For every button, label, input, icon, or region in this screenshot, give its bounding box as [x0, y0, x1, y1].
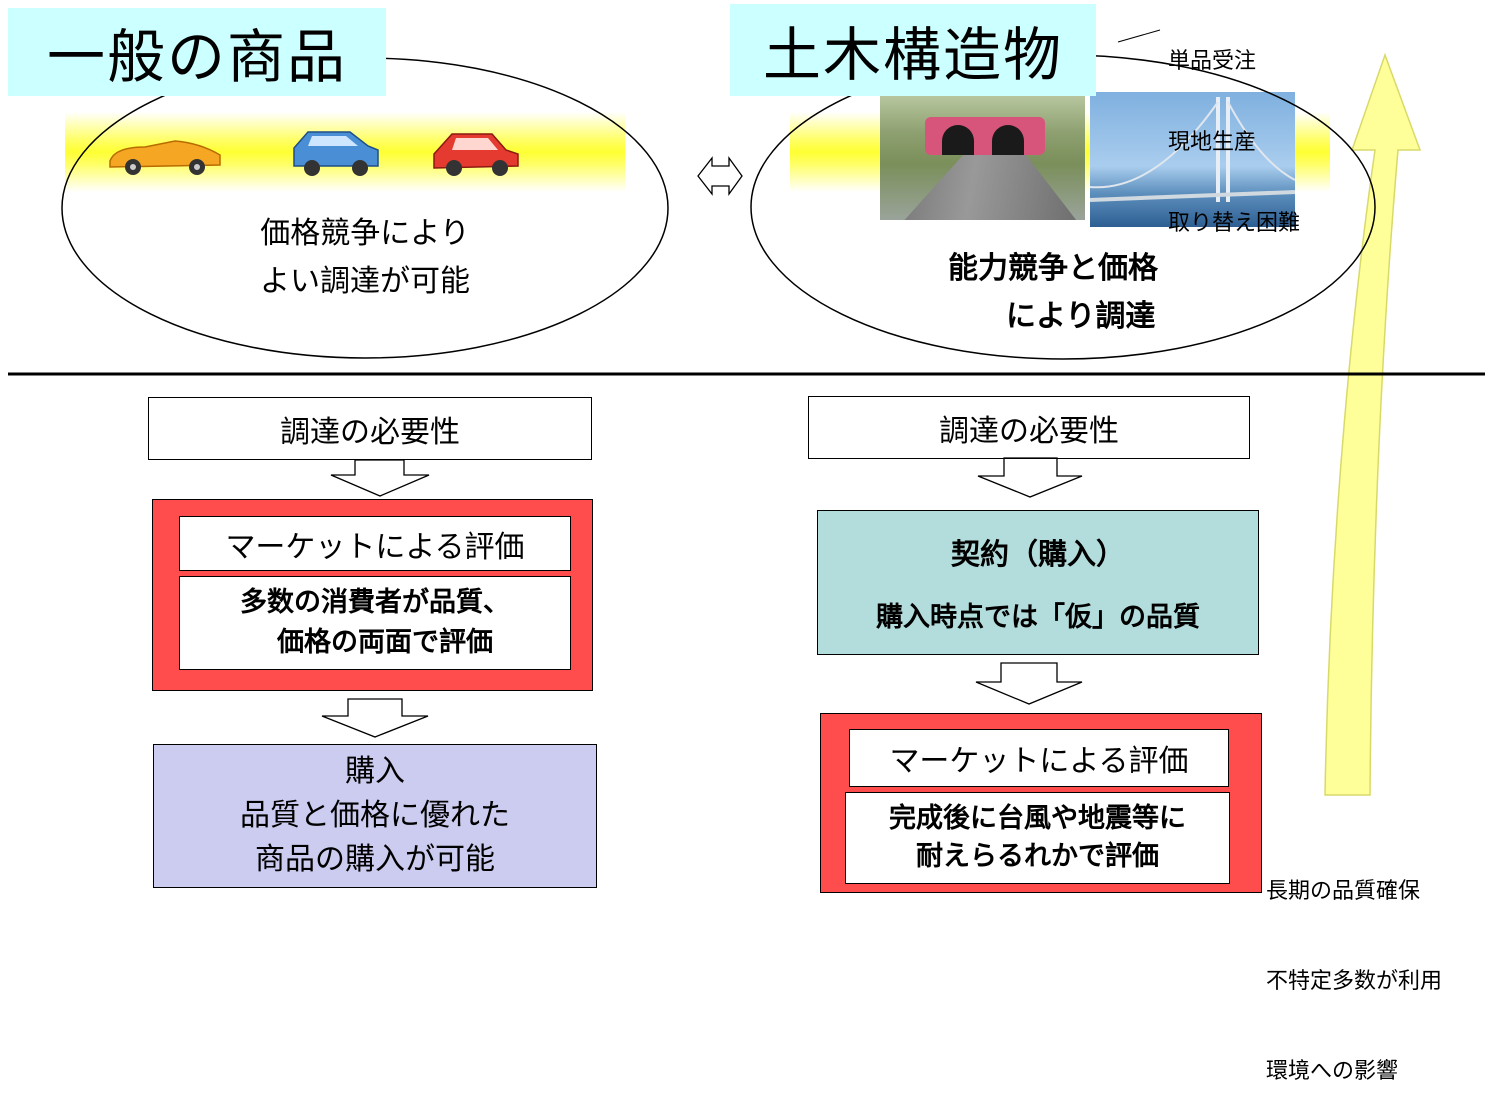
left-ellipse-line-1: 価格競争により: [260, 216, 470, 251]
left-purchase-line-3: 商品の購入が可能: [255, 842, 495, 877]
left-ellipse-line-2: よい調達が可能: [260, 264, 470, 299]
bottom-note-line-3: 環境への影響: [1266, 1059, 1399, 1084]
left-market-frame: マーケットによる評価 多数の消費者が品質、 価格の両面で評価: [152, 499, 593, 691]
left-market-label-box: マーケットによる評価: [179, 516, 571, 571]
right-market-frame: マーケットによる評価 完成後に台風や地震等に 耐えらるれかで評価: [820, 713, 1262, 893]
left-purchase-line-1: 購入: [345, 754, 405, 789]
right-ellipse-line-1: 能力競争と価格: [948, 251, 1158, 286]
bridge-photo: [1090, 92, 1295, 227]
right-need-label: 調達の必要性: [939, 413, 1119, 449]
right-contract-title: 契約（購入）: [950, 537, 1125, 571]
right-note-line-3: 取り替え困難: [1168, 211, 1301, 236]
right-market-detail-box: 完成後に台風や地震等に 耐えらるれかで評価: [845, 792, 1230, 884]
bottom-note-line-1: 長期の品質確保: [1266, 879, 1421, 904]
left-title-overlay: 一般の商品: [8, 8, 386, 96]
left-ellipse-text: 価格競争により よい調達が可能: [200, 210, 530, 306]
car-icon: [105, 133, 225, 178]
left-need-box: 調達の必要性: [148, 397, 592, 460]
right-need-box: 調達の必要性: [808, 396, 1250, 459]
left-purchase-line-2: 品質と価格に優れた: [240, 798, 510, 833]
curved-arrow: [1324, 52, 1422, 796]
bottom-note: 長期の品質確保 不特定多数が利用 環境への影響: [1266, 817, 1442, 1117]
right-market-detail-2: 耐えらるれかで評価: [916, 841, 1159, 872]
right-market-detail-1: 完成後に台風や地震等に: [889, 803, 1186, 834]
right-note-line-1: 単品受注: [1168, 49, 1257, 74]
left-market-detail-box: 多数の消費者が品質、 価格の両面で評価: [179, 576, 571, 670]
car-icon: [430, 128, 522, 178]
right-note-line-2: 現地生産: [1168, 130, 1257, 155]
left-market-label: マーケットによる評価: [225, 529, 525, 565]
left-market-detail-1: 多数の消費者が品質、: [240, 587, 510, 618]
right-title-overlay: 土木構造物: [730, 4, 1096, 96]
right-ellipse-line-2: により調達: [1006, 299, 1156, 334]
car-icon: [288, 126, 383, 178]
right-note: 単品受注 現地生産 取り替え困難: [1168, 0, 1300, 264]
double-arrow: [697, 155, 743, 197]
right-contract-detail: 購入時点では「仮」の品質: [876, 602, 1200, 633]
right-market-label-box: マーケットによる評価: [849, 729, 1229, 787]
left-purchase-box: 購入 品質と価格に優れた 商品の購入が可能: [153, 744, 597, 888]
right-market-label: マーケットによる評価: [889, 744, 1189, 779]
left-market-detail-2: 価格の両面で評価: [277, 627, 493, 658]
left-need-label: 調達の必要性: [280, 414, 460, 450]
right-ellipse-text: 能力競争と価格 により調達: [930, 245, 1210, 341]
tunnel-photo: [880, 95, 1085, 220]
bottom-note-line-2: 不特定多数が利用: [1266, 969, 1443, 994]
right-contract-box: 契約（購入） 購入時点では「仮」の品質: [817, 510, 1259, 655]
